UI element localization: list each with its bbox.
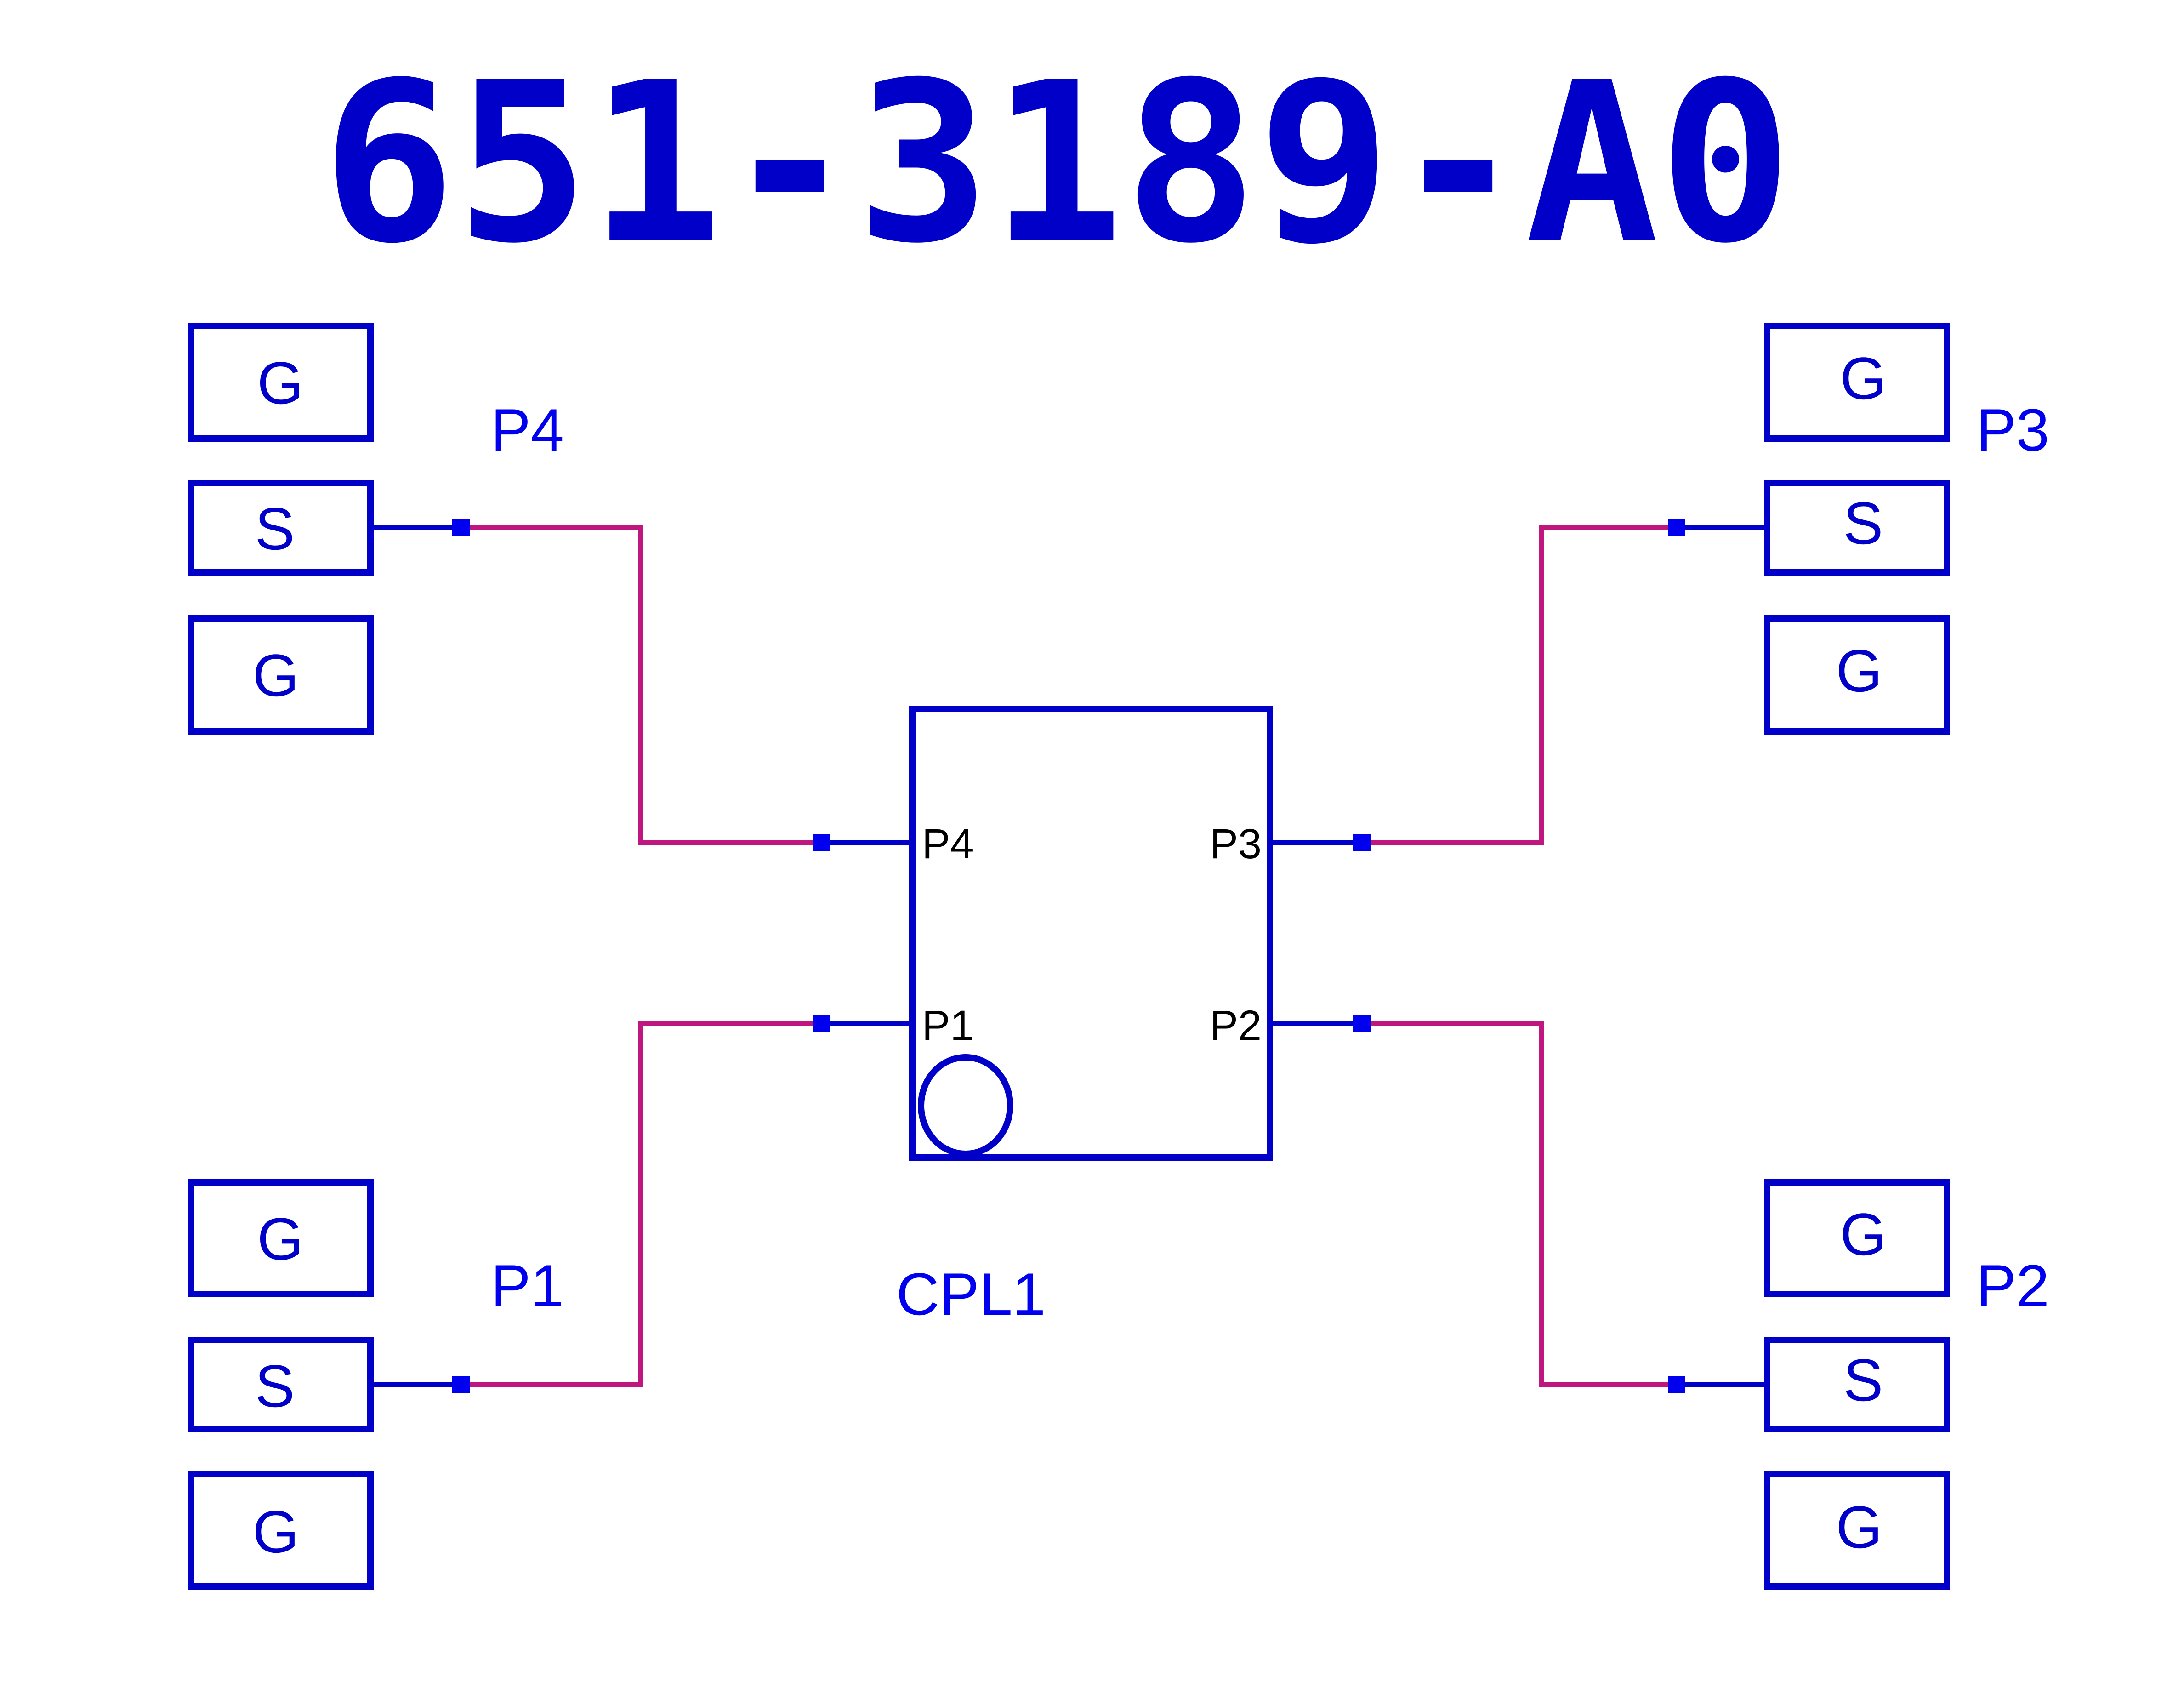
pad-ground[interactable] [1764, 1179, 1950, 1297]
pad-label: G [252, 1498, 299, 1565]
pad-label: G [1836, 1494, 1882, 1561]
pad-ground[interactable] [188, 1179, 374, 1297]
pad-ground[interactable] [1764, 615, 1950, 735]
pin-label-p3: P3 [1210, 821, 1262, 867]
pad-ground[interactable] [1764, 1471, 1950, 1590]
pin-stubs [370, 525, 1767, 1387]
pin1-indicator-circle [918, 1054, 1013, 1157]
trace-p1[interactable] [461, 1021, 822, 1387]
pad-label: S [255, 495, 295, 562]
trace-p2[interactable] [1362, 1021, 1677, 1387]
port-p1[interactable]: G S G P1 [188, 1179, 564, 1590]
port-label: P1 [491, 1252, 564, 1319]
junction-marker[interactable] [1353, 1015, 1371, 1032]
pin-label-p1: P1 [922, 1002, 974, 1049]
component-ref-label: CPL1 [896, 1260, 1046, 1328]
port-p3[interactable]: G S G P3 [1764, 323, 2049, 735]
port-p4[interactable]: G S G P4 [188, 323, 564, 735]
port-label: P3 [1976, 396, 2049, 463]
pad-ground[interactable] [188, 323, 374, 442]
junction-marker[interactable] [1668, 1376, 1685, 1393]
pad-label: G [257, 349, 303, 416]
coupler-component[interactable]: P4 P1 P3 P2 CPL1 [896, 706, 1273, 1328]
pad-ground[interactable] [188, 1471, 374, 1590]
junction-marker[interactable] [813, 834, 830, 851]
junction-marker[interactable] [1353, 834, 1371, 851]
part-number-title: 651-3189-A0 [322, 35, 1792, 292]
pad-label: G [1836, 637, 1882, 704]
pad-label: G [1840, 1201, 1886, 1268]
junction-marker[interactable] [1668, 519, 1685, 536]
pin-label-p2: P2 [1210, 1002, 1262, 1049]
pad-label: S [1843, 1346, 1883, 1414]
port-label: P4 [491, 396, 564, 463]
pad-label: S [255, 1352, 295, 1420]
pad-label: S [1843, 490, 1883, 557]
port-label: P2 [1976, 1252, 2049, 1319]
junction-marker[interactable] [813, 1015, 830, 1032]
component-body[interactable] [909, 706, 1273, 1161]
connection-markers [452, 519, 1685, 1393]
pad-ground[interactable] [1764, 323, 1950, 442]
pad-label: G [257, 1205, 303, 1272]
pad-label: G [1840, 345, 1886, 412]
traces [461, 525, 1677, 1387]
trace-p4[interactable] [461, 525, 822, 845]
pad-label: G [252, 642, 299, 709]
junction-marker[interactable] [452, 519, 470, 536]
pin-label-p4: P4 [922, 821, 974, 867]
trace-p3[interactable] [1362, 525, 1677, 845]
junction-marker[interactable] [452, 1376, 470, 1393]
pad-ground[interactable] [188, 615, 374, 735]
port-p2[interactable]: G S G P2 [1764, 1179, 2049, 1590]
